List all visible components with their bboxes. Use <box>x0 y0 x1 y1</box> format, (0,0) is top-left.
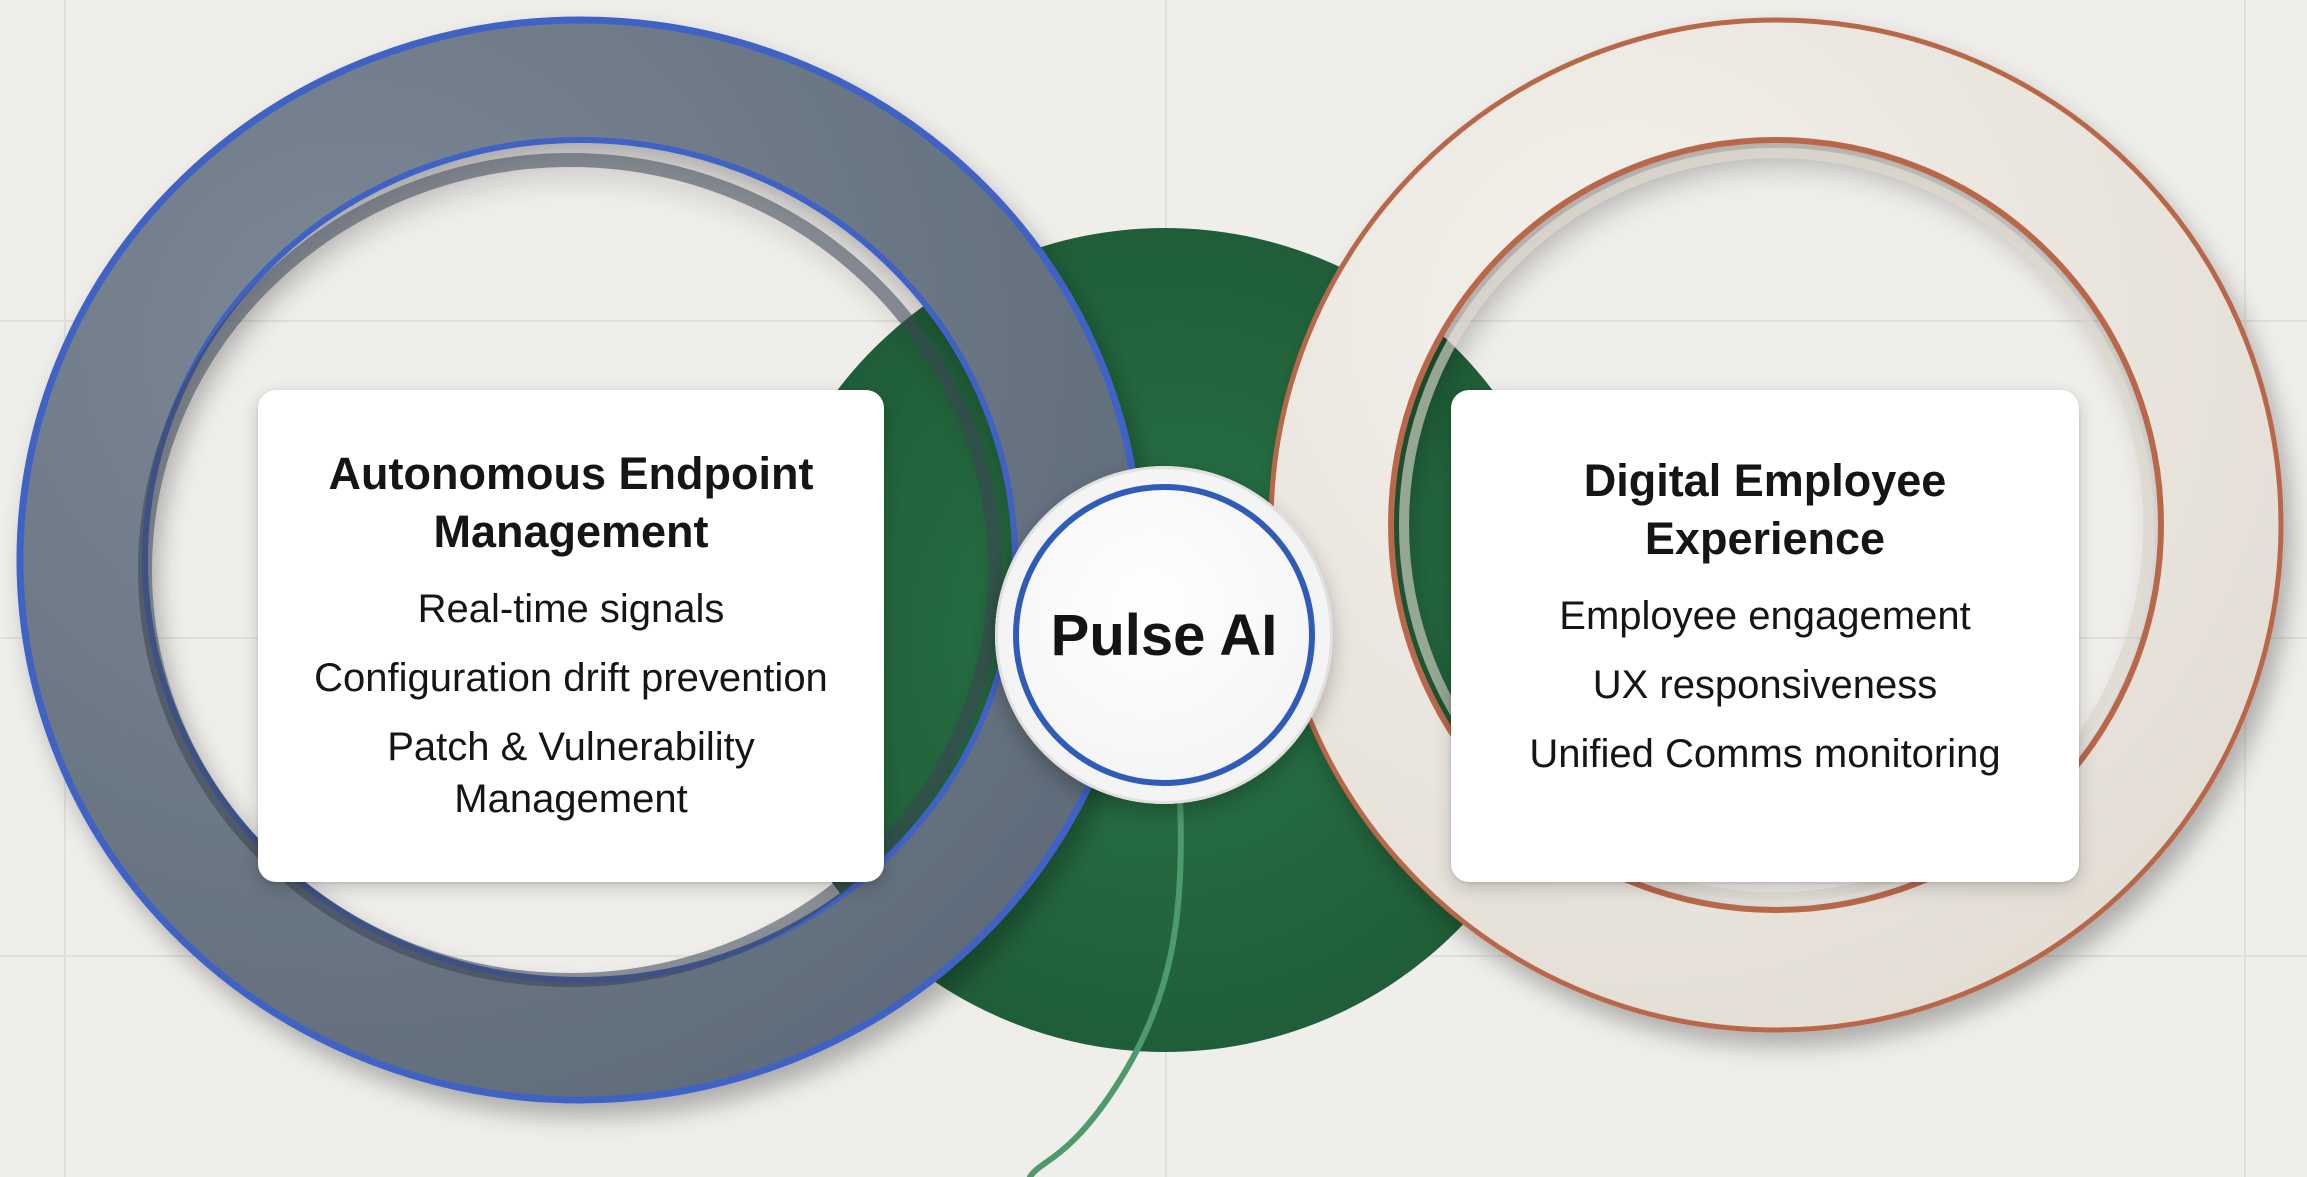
pulse-ai-hub: Pulse AI <box>995 466 1333 804</box>
hub-label: Pulse AI <box>1050 602 1278 668</box>
card-title: Digital Employee Experience <box>1583 455 1947 564</box>
digital-employee-experience-card: Digital Employee Experience Employee eng… <box>1451 390 2079 882</box>
feature-item: Configuration drift prevention <box>314 656 828 700</box>
feature-item: Patch & Vulnerability Management <box>387 725 755 821</box>
feature-item: Real-time signals <box>417 587 725 631</box>
feature-list: Real-time signals Configuration drift pr… <box>258 583 884 825</box>
feature-item: UX responsiveness <box>1592 663 1938 707</box>
card-title: Autonomous Endpoint Management <box>328 448 814 557</box>
autonomous-endpoint-management-card: Autonomous Endpoint Management Real-time… <box>258 390 884 882</box>
feature-item: Employee engagement <box>1559 594 1971 638</box>
feature-item: Unified Comms monitoring <box>1529 732 2001 776</box>
feature-list: Employee engagement UX responsiveness Un… <box>1451 590 2079 780</box>
hub-ring: Pulse AI <box>1013 484 1315 786</box>
connector-line <box>1027 797 1184 1177</box>
